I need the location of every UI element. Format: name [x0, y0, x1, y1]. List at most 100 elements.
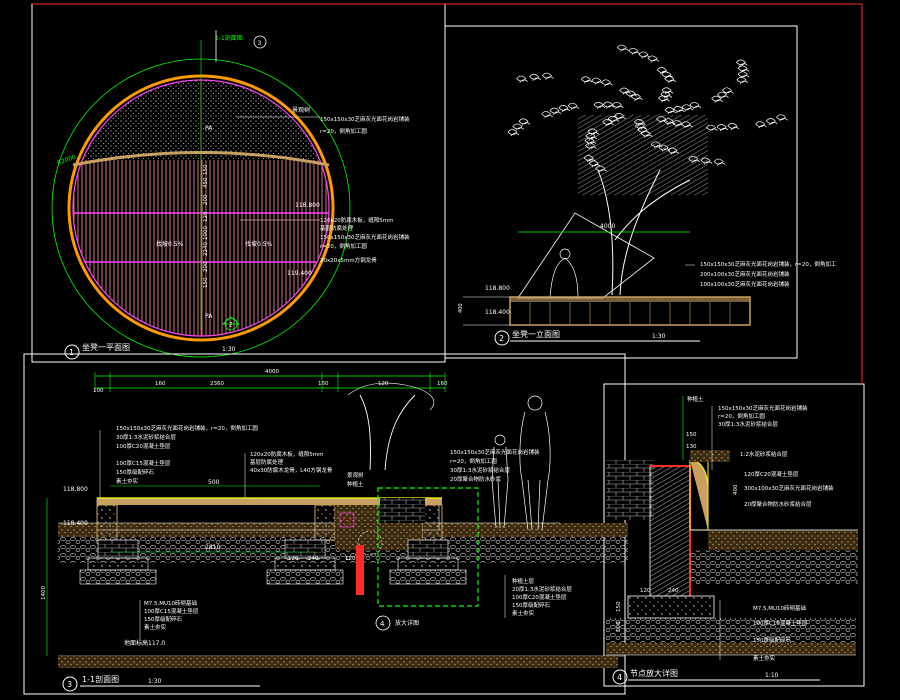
elev-note-2: 200x100x30芝麻灰光面花岗岩铺装: [700, 270, 790, 278]
section-dim-base: 2810: [205, 544, 220, 551]
detail-gravel: [690, 550, 858, 585]
elev-elev-b: 118.400: [485, 309, 510, 316]
plan-dim-vertical: 200: [203, 194, 209, 205]
panel4-scale: 1:10: [765, 672, 779, 679]
plan-section-label: 1-1剖面图: [215, 34, 243, 42]
plan-note-mid-a: 120x20防腐木板，缝隙5mm: [320, 216, 393, 224]
panel4-detail: 种植土 150x150x30芝麻灰光面花岗岩铺装 r=20，倒角加工圆 30厚1…: [606, 395, 858, 685]
section-note-right-3: 30厚1:3水泥砂浆结合层: [450, 466, 510, 474]
plan-dim-vertical: 120: [203, 211, 209, 222]
section-planter-brick: [380, 498, 425, 523]
detail-footing: [627, 595, 715, 619]
section-note-right-1: 150x150x30芝麻灰光面花岗岩铺装: [450, 448, 540, 456]
section-elev-a: 118.800: [63, 486, 88, 493]
detail-note-bottom-4: 素土夯实: [753, 654, 776, 662]
detail-note-mid-3: 20厚聚合物防水砂浆结合层: [744, 500, 812, 508]
section-note-left-1: 150x150x30芝麻灰光面花岗岩铺装，r=20，倒角加工圆: [116, 424, 258, 432]
detail-wall-hatch: [649, 465, 691, 597]
elev-elev-a: 118.800: [485, 285, 510, 292]
section-base-soil: [58, 656, 618, 668]
section-detail-label: 放大详图: [395, 619, 419, 627]
people-figures: [491, 395, 551, 531]
section-dim-top: 160: [155, 381, 166, 387]
panel2-frame: [444, 25, 798, 359]
section-note-bl-2: 100厚C15混凝土垫层: [144, 607, 199, 615]
plan-label-pa: PA: [205, 125, 213, 132]
detail-coping-stone: [689, 459, 709, 530]
section-note-mid-1: 120x20防腐木板，缝隙5mm: [250, 450, 323, 458]
section-note-left2-2: 150厚级配碎石: [116, 468, 154, 476]
section-dim-mid: 500: [208, 479, 220, 486]
section-note-bl-3: 150厚级配碎石: [144, 615, 182, 623]
plan-dim-vertical: 450: [203, 177, 209, 188]
detail-note-top-1: 150x150x30芝麻灰光面花岗岩铺装: [718, 404, 808, 412]
section-root-ball: [357, 530, 383, 556]
section-detail-box: [377, 487, 479, 607]
section-note-br-5: 素土夯实: [512, 609, 535, 617]
plan-slope-right: 找坡0.5%: [245, 240, 273, 248]
section-detail-ref: 4: [380, 620, 385, 628]
panel3-number: 3: [67, 680, 72, 689]
detail-base-gravel: [606, 618, 856, 643]
detail-planting-soil: [690, 450, 730, 462]
section-note-br-3: 100厚C20混凝土垫层: [512, 593, 567, 601]
plan-note-mid-b: 基层防腐处理: [320, 224, 354, 232]
elev-note-1: 150x150x30芝麻灰光面花岗岩铺装，r=20，倒角加工: [700, 260, 837, 268]
section-note-right-2: r=20，倒角加工圆: [450, 457, 497, 465]
elev-note-3: 100x100x30芝麻灰光面花岗岩铺装: [700, 280, 790, 288]
section-label-soil: 种植土: [347, 480, 364, 488]
section-tree-trunk: [359, 394, 416, 471]
detail-dim-2: 130: [686, 444, 697, 450]
plan-elev: 118.800: [295, 202, 320, 209]
elev-dim-left: 400: [458, 303, 464, 313]
panel1-scale: 1:30: [222, 346, 236, 353]
section-dim-top: 160: [318, 381, 329, 387]
plan-note-top-a: 150x150x30芝麻灰光面花岗岩铺装: [320, 115, 410, 123]
panel2-scale: 1:30: [652, 333, 666, 340]
panel2-title: 坐凳一立面图: [512, 329, 560, 339]
detail-brick-left: [606, 460, 654, 520]
detail-note-top-2: r=20，倒角加工圆: [718, 412, 765, 420]
section-bench-top: [97, 498, 442, 505]
section-label-tree: 景观树: [347, 471, 364, 479]
section-note-left2-3: 素土夯实: [116, 477, 139, 485]
detail-dim-4: 120: [640, 588, 651, 594]
section-dim-top: 160: [437, 381, 448, 387]
detail-dim-3: 400: [733, 484, 739, 495]
panel3-title: 1-1剖面图: [82, 674, 119, 684]
elev-dim-top: 4000: [600, 223, 615, 230]
section-note-mid-2: 基层防腐处理: [250, 458, 284, 466]
section-note-bl-4: 素土夯实: [144, 623, 167, 631]
section-bench-wall-left: [96, 504, 118, 541]
section-elev-b: 118.400: [63, 520, 88, 527]
detail-dim-1: 150: [686, 432, 697, 438]
plan-dim-vertical: 2240: [203, 242, 209, 256]
plan-note-mid-c: 150x150x30芝麻灰光面花岗岩铺装: [320, 233, 410, 241]
plan-slope-left: 找坡0.5%: [156, 240, 184, 248]
section-dim-left: 1400: [41, 586, 47, 600]
detail-bed-soil: [708, 530, 858, 550]
plan-dim-vertical: 200: [203, 261, 209, 272]
plan-dim-vertical: 150: [203, 277, 209, 288]
tree-shadow-hatch: [578, 115, 708, 195]
elev-triangle: [517, 212, 655, 299]
plan-north-mark: 2: [229, 322, 233, 329]
section-note-br-4: 150厚级配碎石: [512, 601, 550, 609]
detail-dim-5: 240: [668, 588, 679, 594]
panel4-number: 4: [617, 673, 622, 682]
person-figure-seated: [549, 248, 579, 299]
section-note-br-1: 种植土层: [512, 577, 535, 585]
panel1-number: 1: [69, 348, 74, 357]
detail-label-a: 1:2水泥砂浆结合层: [740, 450, 788, 458]
section-dim-top: 2360: [210, 381, 224, 387]
panel1-plan: 1-1剖面图 3 R2000 景观树 PA PA 118.800 119.400…: [51, 30, 410, 360]
plan-dim-vertical: 150: [203, 164, 209, 175]
panel2-number: 2: [499, 334, 504, 343]
detail-note-bottom-3: 150厚级配碎石: [753, 636, 791, 644]
section-note-right-4: 20厚聚合物防水砂浆: [450, 475, 501, 483]
section-bench-wall-mid: [314, 504, 336, 541]
section-dim-top: 120: [378, 381, 389, 387]
section-dim-small-1: 120: [288, 556, 299, 562]
